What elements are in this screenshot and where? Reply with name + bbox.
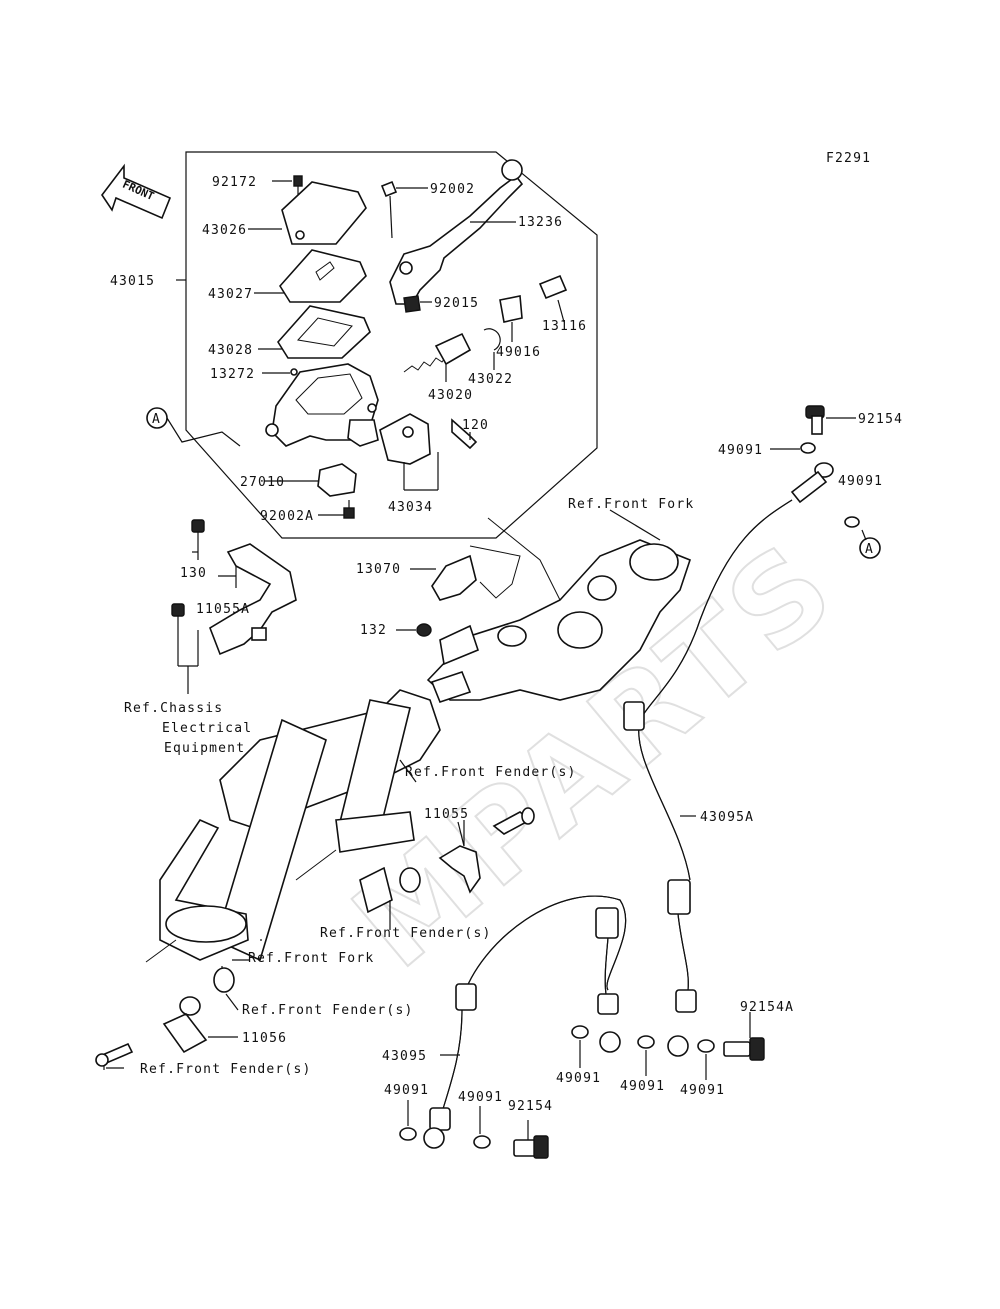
label-13236: 13236 [518,215,563,230]
ref-fork-top-leader [609,509,661,541]
washer-49091-b [844,516,860,528]
nut-132 [396,623,432,637]
label-120: 120 [462,418,489,433]
washer-49091-g [473,1106,491,1149]
banjo-bolt-92154A [723,1012,765,1061]
label-ref-chassis-line2: Electrical [162,721,252,736]
label-11055: 11055 [424,807,469,822]
label-49091-f: 49091 [384,1083,429,1098]
pin-13116 [538,274,568,323]
label-92015: 92015 [434,296,479,311]
spacer-fender-low [162,967,238,1054]
label-130: 130 [180,566,207,581]
label-43015: 43015 [110,274,155,289]
clip-11055 [438,820,481,894]
label-43027: 43027 [208,287,253,302]
bolt-130 [191,519,205,560]
bracket-13070 [410,517,561,601]
label-49016: 49016 [496,345,541,360]
label-43020: 43020 [428,388,473,403]
svg-text:A: A [865,542,874,557]
banjo-fitting-top [790,462,834,504]
label-ref-front-fender-2: Ref.Front Fender(s) [320,926,492,941]
label-49091-b: 49091 [838,474,883,489]
banjo-bolt-92154-bottom [513,1120,549,1159]
screw-120 [451,418,478,450]
brake-hose-43095A [623,499,793,1013]
diaphragm-43028 [277,305,371,359]
clamp-27010 [264,463,357,497]
piston-43020 [403,332,472,382]
label-92172: 92172 [212,175,257,190]
label-ref-chassis-line3: Equipment [164,741,245,756]
label-43095A: 43095A [700,810,754,825]
label-11056: 11056 [242,1031,287,1046]
label-ref-front-fender-3: Ref.Front Fender(s) [242,1003,414,1018]
label-92002: 92002 [430,182,475,197]
label-43028: 43028 [208,343,253,358]
reference-circle-a-left: A [146,407,241,447]
label-11055A: 11055A [196,602,250,617]
label-49091-c: 49091 [556,1071,601,1086]
washer-49091-c [571,1025,589,1068]
brake-hose-43095 [429,895,627,1131]
label-ref-chassis-line1: Ref.Chassis [124,701,223,716]
label-49091-d: 49091 [620,1079,665,1094]
label-92154-top: 92154 [858,412,903,427]
upper-triple-clamp [426,539,691,703]
boot-49016 [499,295,523,342]
label-49091-a: 49091 [718,443,763,458]
pin-13272 [290,368,298,376]
label-ref-front-fender-1: Ref.Front Fender(s) [405,765,577,780]
label-43026: 43026 [202,223,247,238]
master-cylinder-body [265,363,379,447]
label-ref-front-fender-4: Ref.Front Fender(s) [140,1062,312,1077]
washer-49091-a [770,442,816,454]
bolt-92002A [318,500,355,519]
label-43022: 43022 [468,372,513,387]
reference-circle-a-right: A [859,529,881,559]
bolt-92002 [380,180,428,239]
front-fork-assembly [145,689,441,963]
banjo-bolt-92154-top [805,405,856,435]
bolt-chassis [171,603,199,694]
screw-92172 [272,175,303,200]
fender-bolt-top [492,807,535,835]
cap-43026 [281,181,367,245]
label-ref-front-fork-top: Ref.Front Fork [568,497,694,512]
svg-text:A: A [152,412,161,427]
washer-49091-d [637,1035,655,1076]
label-49091-g: 49091 [458,1090,503,1105]
label-43034: 43034 [388,500,433,515]
label-49091-e: 49091 [680,1083,725,1098]
label-43095: 43095 [382,1049,427,1064]
label-92154-bottom: 92154 [508,1099,553,1114]
washer-49091-f [399,1100,417,1141]
label-27010: 27010 [240,475,285,490]
banjo-fitting-lower-left [423,1031,689,1149]
holder-43034 [379,413,439,491]
plate-43027 [279,249,367,303]
label-92002A: 92002A [260,509,314,524]
spacer-fender-mid [359,866,421,930]
label-13116: 13116 [542,319,587,334]
washer-49091-e [697,1039,715,1080]
nut-92015 [403,295,432,313]
fender-bolt-low [95,1042,134,1070]
label-13272: 13272 [210,367,255,382]
bracket-11055A [209,543,297,656]
label-92154A: 92154A [740,1000,794,1015]
label-ref-front-fork-bottom: Ref.Front Fork [248,951,374,966]
label-13070: 13070 [356,562,401,577]
figure-code: F2291 [826,151,871,166]
circlip-43022 [483,328,501,351]
label-132: 132 [360,623,387,638]
front-arrow-icon: FRONT [101,163,172,220]
